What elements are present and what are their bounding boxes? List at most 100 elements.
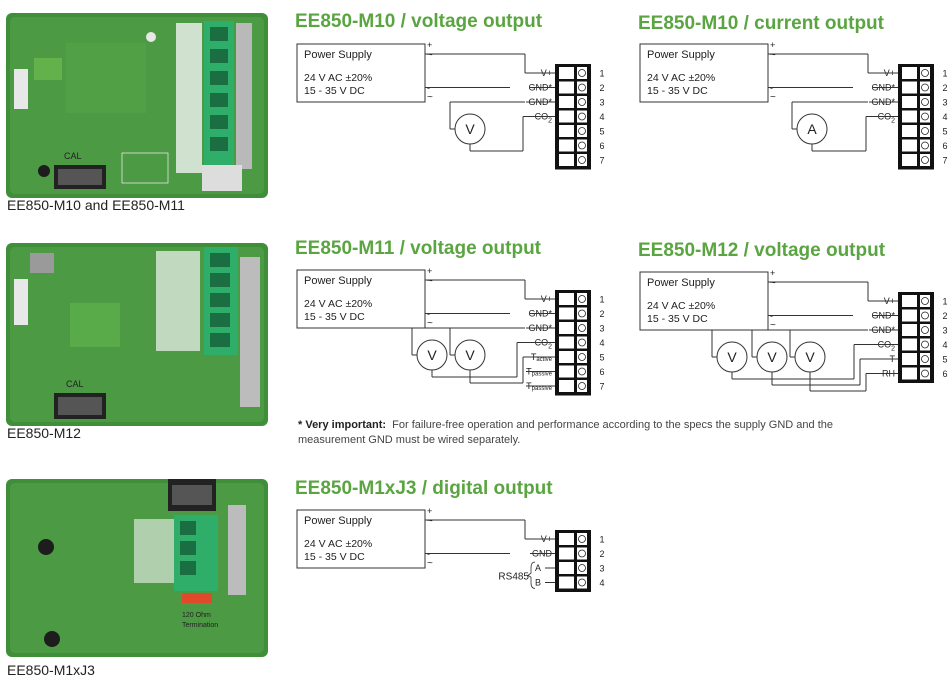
- terminal-slot: [559, 139, 574, 152]
- screw-icon: [921, 83, 929, 92]
- screw-icon: [578, 564, 586, 572]
- pin-number: 5: [599, 353, 604, 363]
- pin-number: 1: [599, 535, 604, 545]
- screw-icon: [921, 141, 929, 150]
- pin-number: 4: [942, 340, 947, 350]
- screw-icon: [578, 141, 586, 150]
- pin-number: 3: [942, 98, 947, 108]
- meter-symbol: V: [727, 349, 737, 365]
- terminal-screw: [920, 353, 930, 365]
- terminal-slot: [902, 295, 917, 307]
- power-supply-voltage-ac: 24 V AC ±20%: [304, 538, 372, 550]
- terminal-slot: [902, 81, 917, 94]
- terminal-screw: [920, 110, 930, 123]
- terminal-screw: [920, 309, 930, 322]
- terminal-screw: [920, 125, 930, 137]
- diagram-title-m1xj3-digital: EE850-M1xJ3 / digital output: [295, 478, 553, 499]
- terminal-slot: [559, 81, 574, 94]
- pin-number: 1: [942, 297, 947, 307]
- ac-symbol: ~: [770, 50, 776, 61]
- screw-icon: [921, 112, 929, 121]
- terminal-screw: [577, 365, 587, 378]
- signal-label: CO2: [878, 340, 896, 353]
- board-caption-m12: EE850-M12: [7, 425, 81, 441]
- terminal-slot: [902, 353, 917, 365]
- terminal-screw: [920, 81, 930, 94]
- meter-symbol: V: [767, 349, 777, 365]
- screw-icon: [921, 156, 929, 164]
- pin-number: 4: [942, 112, 947, 122]
- meter-symbol: V: [465, 121, 475, 137]
- terminal-screw: [577, 154, 587, 166]
- board-photo-m10-m11: CAL: [6, 13, 268, 198]
- signal-label: CO2: [535, 112, 553, 125]
- meter-symbol: V: [805, 349, 815, 365]
- power-supply-voltage-dc: 15 - 35 V DC: [304, 85, 365, 97]
- ac-symbol: ~: [427, 276, 433, 287]
- diagram-title-m10-voltage: EE850-M10 / voltage output: [295, 11, 543, 32]
- signal-label: CO2: [878, 112, 896, 125]
- power-supply-box: [639, 43, 769, 103]
- terminal-slot: [902, 125, 917, 137]
- terminal-screw: [920, 154, 930, 166]
- note-label: * Very important:: [298, 419, 387, 431]
- terminal-screw: [920, 324, 930, 336]
- pin-number: 2: [599, 83, 604, 93]
- terminal-slot: [559, 547, 574, 560]
- terminal-slot: [559, 154, 574, 166]
- power-supply-voltage-ac: 24 V AC ±20%: [647, 300, 715, 312]
- power-supply-voltage-ac: 24 V AC ±20%: [647, 72, 715, 84]
- rs485-bracket: [527, 561, 536, 589]
- screw-icon: [578, 353, 586, 361]
- screw-icon: [921, 98, 929, 106]
- terminal-slot: [559, 351, 574, 363]
- pin-number: 4: [599, 578, 604, 588]
- pin-number: 2: [599, 309, 604, 319]
- pin-number: 1: [599, 69, 604, 79]
- terminal-slot: [902, 367, 917, 380]
- terminal-slot: [559, 96, 574, 108]
- power-supply-box: [639, 271, 769, 331]
- screw-icon: [578, 295, 586, 303]
- plus-sign: +: [427, 506, 432, 516]
- pin-number: 6: [599, 141, 604, 151]
- ac-symbol: ~: [427, 50, 433, 61]
- terminal-slot: [902, 324, 917, 336]
- power-supply-voltage-ac: 24 V AC ±20%: [304, 298, 372, 310]
- pin-number: 5: [942, 127, 947, 137]
- terminal-slot: [559, 380, 574, 392]
- power-supply-voltage-dc: 15 - 35 V DC: [304, 311, 365, 323]
- screw-icon: [578, 112, 586, 121]
- power-supply-box: [296, 269, 426, 329]
- ac-symbol: ~: [770, 320, 776, 331]
- pin-number: 7: [942, 156, 947, 166]
- power-supply-box: [296, 43, 426, 103]
- pin-number: 3: [599, 324, 604, 334]
- screw-icon: [921, 355, 929, 363]
- very-important-note: * Very important: For failure-free opera…: [298, 418, 898, 448]
- terminal-slot: [559, 562, 574, 574]
- power-supply-label: Power Supply: [304, 515, 372, 527]
- power-supply-box: [296, 509, 426, 569]
- screw-icon: [578, 309, 586, 318]
- svg-text:CAL: CAL: [66, 379, 84, 389]
- terminal-screw: [577, 322, 587, 334]
- terminal-screw: [577, 547, 587, 560]
- terminal-slot: [559, 67, 574, 79]
- plus-sign: +: [770, 268, 775, 278]
- terminal-screw: [920, 338, 930, 351]
- terminal-screw: [920, 367, 930, 380]
- diagram-title-m12-voltage: EE850-M12 / voltage output: [638, 240, 886, 261]
- pin-number: 2: [942, 311, 947, 321]
- power-supply-label: Power Supply: [647, 49, 715, 61]
- diagram-title-m11-voltage: EE850-M11 / voltage output: [295, 238, 541, 259]
- screw-icon: [921, 69, 929, 77]
- screw-icon: [578, 367, 586, 376]
- pin-number: 5: [942, 355, 947, 365]
- signal-label: CO2: [535, 338, 553, 351]
- terminal-screw: [577, 81, 587, 94]
- pin-number: 4: [599, 338, 604, 348]
- terminal-slot: [902, 338, 917, 351]
- terminal-slot: [902, 96, 917, 108]
